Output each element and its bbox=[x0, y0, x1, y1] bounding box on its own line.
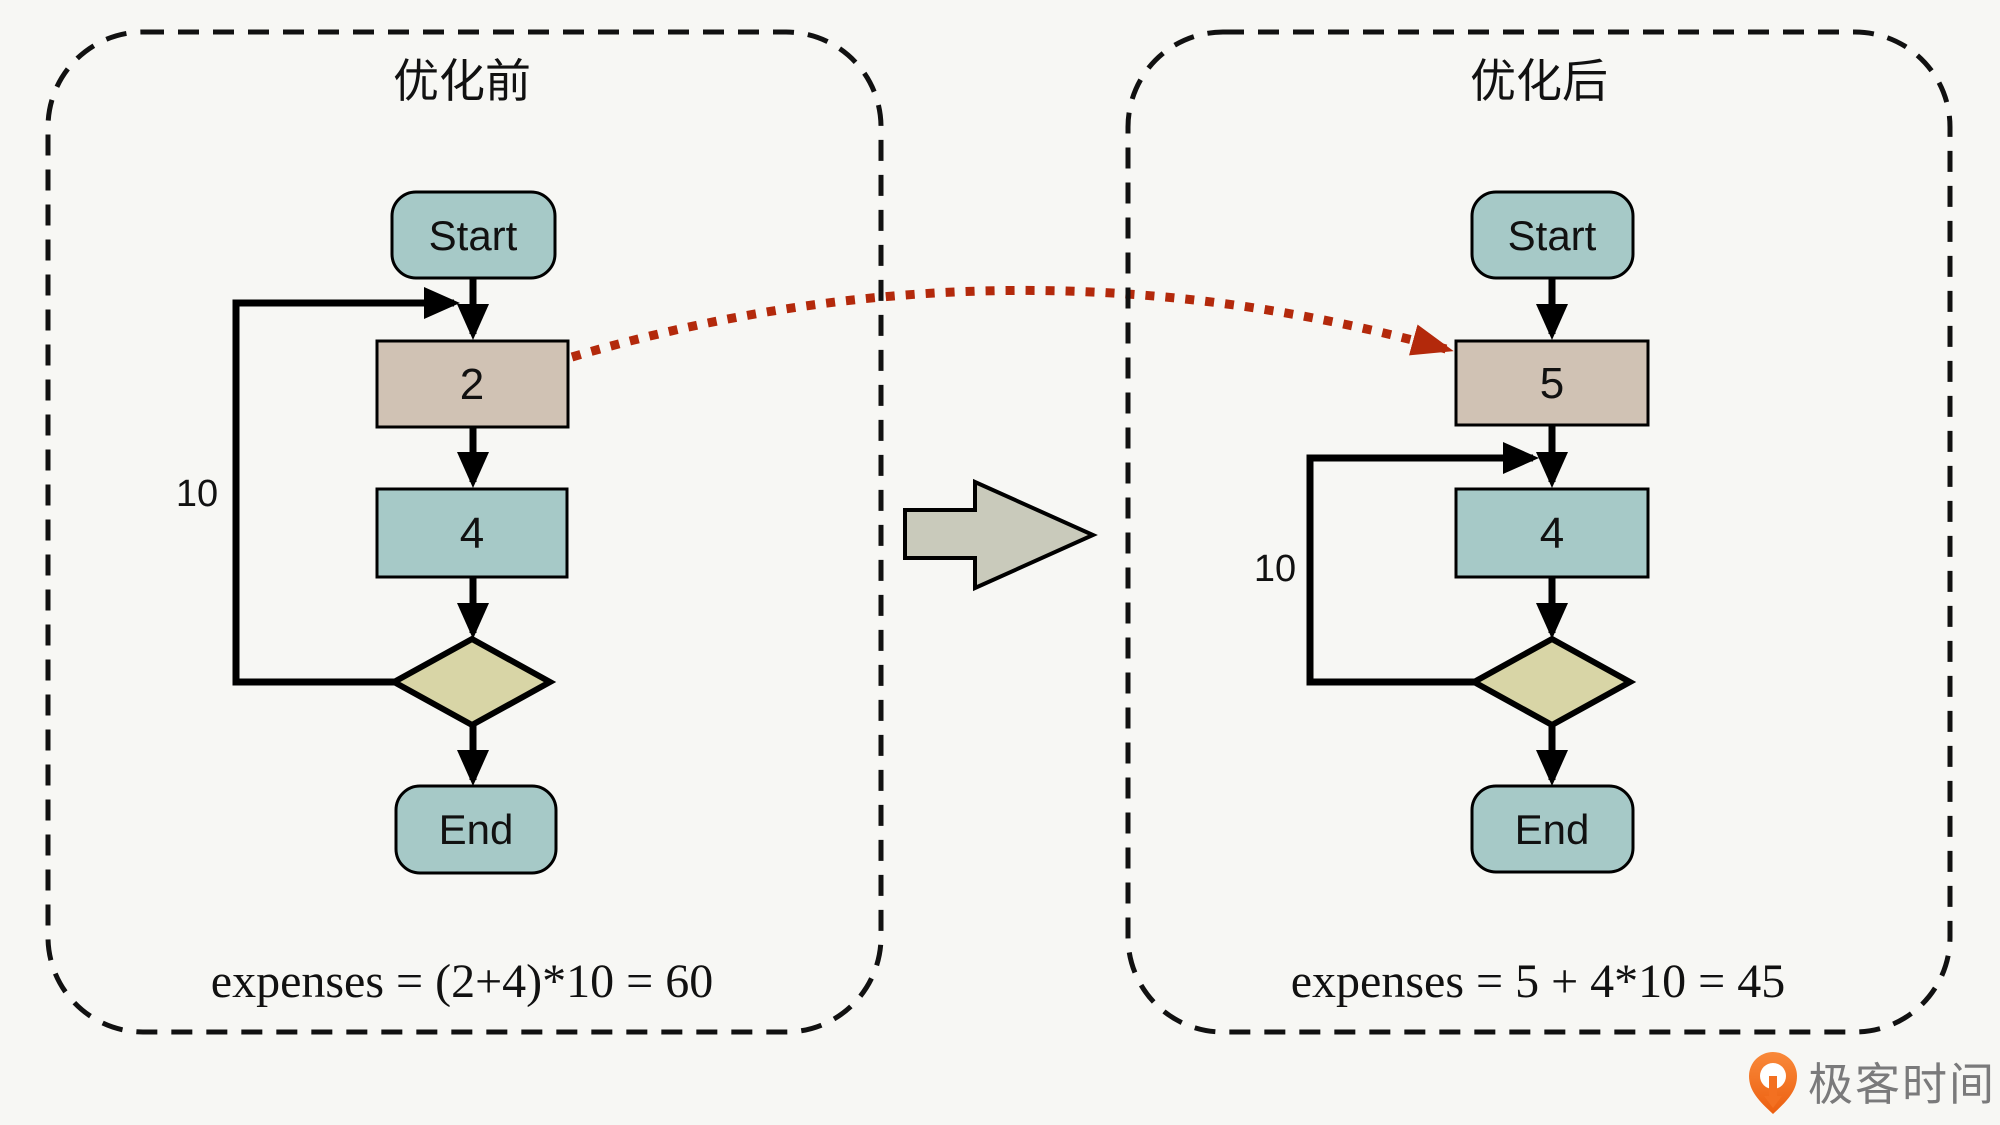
after-end-label: End bbox=[1515, 806, 1590, 853]
after-end-node bbox=[1470, 784, 1635, 874]
before-decision-diamond bbox=[387, 635, 557, 729]
transform-block-arrow-icon bbox=[903, 478, 1098, 592]
geektime-logo-text: 极客时间 bbox=[1808, 1059, 1996, 1110]
before-panel-dashed-border bbox=[45, 29, 884, 1035]
after-outer-cost-node bbox=[1454, 339, 1650, 427]
after-panel-title: 优化后 bbox=[1470, 55, 1608, 107]
code-motion-dotted-arrow bbox=[570, 286, 1454, 362]
geektime-branding: 极客时间 bbox=[1749, 1052, 1996, 1114]
before-start-label: Start bbox=[429, 212, 518, 259]
after-loop-count-label: 10 bbox=[1254, 548, 1296, 590]
after-expenses-formula: expenses = 5 + 4*10 = 45 bbox=[1291, 955, 1785, 1008]
after-outer-cost-value: 5 bbox=[1540, 359, 1564, 408]
before-optimization-panel: 优化前 10 Start 2 4 End expenses = (2+4)*10… bbox=[45, 29, 884, 1035]
before-panel-title: 优化前 bbox=[393, 55, 531, 107]
logo-q-tail-arrow bbox=[1764, 1076, 1782, 1108]
after-optimization-panel: 优化后 10 Start 5 4 End expenses = 5 + 4*10… bbox=[1125, 29, 1953, 1035]
after-panel-dashed-border bbox=[1125, 29, 1953, 1035]
before-outer-cost-value: 2 bbox=[460, 360, 484, 409]
geektime-logo-icon bbox=[1749, 1052, 1797, 1114]
before-end-label: End bbox=[439, 806, 514, 853]
before-loop-back-edge bbox=[232, 287, 460, 686]
before-end-node bbox=[394, 784, 558, 875]
after-start-node bbox=[1470, 190, 1635, 280]
after-decision-diamond bbox=[1467, 635, 1637, 729]
after-inner-cost-value: 4 bbox=[1540, 509, 1564, 558]
before-inner-cost-node bbox=[375, 487, 569, 579]
before-loop-count-label: 10 bbox=[176, 473, 218, 515]
before-outer-cost-node bbox=[375, 339, 570, 429]
before-expenses-formula: expenses = (2+4)*10 = 60 bbox=[211, 955, 713, 1008]
after-inner-cost-node bbox=[1454, 487, 1650, 579]
before-start-node bbox=[390, 190, 557, 280]
before-inner-cost-value: 4 bbox=[460, 509, 484, 558]
after-loop-back-edge bbox=[1306, 442, 1539, 686]
after-start-label: Start bbox=[1508, 212, 1597, 259]
